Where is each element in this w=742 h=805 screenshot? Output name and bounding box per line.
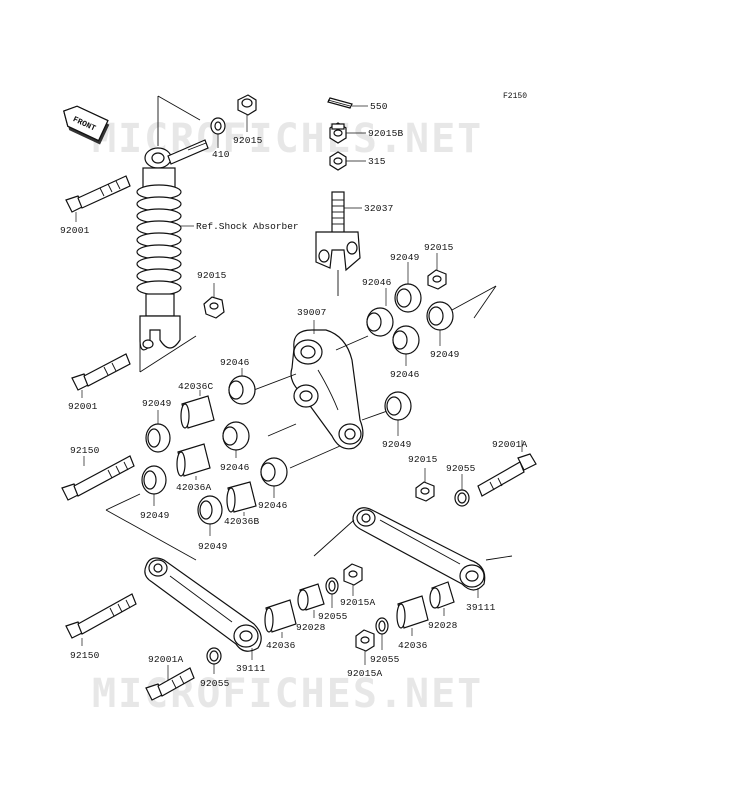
part-label-550: 550 xyxy=(370,101,388,112)
bearing-92046-l3 xyxy=(260,457,288,487)
collar-42036b xyxy=(226,481,257,513)
shock-spring xyxy=(136,184,182,296)
part-label-92028-r: 92028 xyxy=(428,620,458,631)
part-label-92015-top: 92015 xyxy=(233,135,263,146)
front-arrow-icon: FRONT xyxy=(63,105,110,145)
nut-92015-r1 xyxy=(427,269,447,290)
seal-92049-middle xyxy=(384,391,412,421)
collar-42036a xyxy=(176,443,211,477)
part-label-42036c: 42036C xyxy=(178,381,214,392)
part-label-92001-upper: 92001 xyxy=(60,225,90,236)
bearing-92046-r1 xyxy=(366,307,394,337)
bolt-92150-lower xyxy=(65,593,137,639)
oring-92055-b xyxy=(375,617,389,635)
bolt-92001-upper xyxy=(65,175,131,213)
part-label-92001a-r: 92001A xyxy=(492,439,528,450)
part-label-92046-l2: 92046 xyxy=(220,462,250,473)
oring-92055-r xyxy=(454,489,470,507)
part-label-92049-r1: 92049 xyxy=(390,252,420,263)
shock-absorber xyxy=(136,95,209,373)
part-label-92028-l: 92028 xyxy=(296,622,326,633)
part-label-42036a: 42036A xyxy=(176,482,212,493)
oring-92055-m xyxy=(325,577,339,595)
part-label-315: 315 xyxy=(368,156,386,167)
cotter-pin-550 xyxy=(327,97,353,109)
bolt-92150-upper xyxy=(61,455,135,501)
nut-315 xyxy=(329,151,347,171)
part-label-92150-lower: 92150 xyxy=(70,650,100,661)
part-label-92015a-bottom: 92015A xyxy=(347,668,383,679)
rod-32037 xyxy=(315,191,361,296)
oring-92055-l xyxy=(206,647,222,665)
nut-92015-shock xyxy=(203,296,225,319)
part-label-92150-upper: 92150 xyxy=(70,445,100,456)
nut-92015-top xyxy=(237,94,257,116)
part-label-32037: 32037 xyxy=(364,203,394,214)
rocker-arm-39007 xyxy=(290,329,364,450)
bearing-92046-r2 xyxy=(392,325,420,355)
tie-rod-39111-left xyxy=(144,557,262,652)
seal-92049-l2 xyxy=(141,465,167,495)
bolt-92001a-l xyxy=(145,667,195,701)
part-label-410: 410 xyxy=(212,149,230,160)
seal-92049-l1 xyxy=(145,423,171,453)
diagram-code: F2150 xyxy=(503,92,527,101)
bolt-92001-lower xyxy=(71,353,131,391)
collar-42036-r xyxy=(396,595,429,629)
bushing-92028-r xyxy=(429,581,455,609)
bolt-92001a-r xyxy=(477,453,537,497)
part-label-92055-b: 92055 xyxy=(370,654,400,665)
seal-92049-r2 xyxy=(426,301,454,331)
part-label-92015-shock: 92015 xyxy=(197,270,227,281)
part-label-39111-l: 39111 xyxy=(236,663,266,674)
part-label-92049-l2: 92049 xyxy=(140,510,170,521)
part-label-92015-r1: 92015 xyxy=(424,242,454,253)
part-label-92001-lower: 92001 xyxy=(68,401,98,412)
part-label-92055-m: 92055 xyxy=(318,611,348,622)
part-label-92046-r1: 92046 xyxy=(362,277,392,288)
part-label-92055-r: 92055 xyxy=(446,463,476,474)
nut-92015a-top xyxy=(343,563,363,586)
part-label-92049-l1: 92049 xyxy=(142,398,172,409)
ref-shock-absorber-label: Ref.Shock Absorber xyxy=(196,221,299,232)
part-label-92046-r2: 92046 xyxy=(390,369,420,380)
part-label-92049-middle: 92049 xyxy=(382,439,412,450)
seal-92049-l3 xyxy=(197,495,223,525)
collar-42036-l xyxy=(264,599,297,633)
part-label-42036-l: 42036 xyxy=(266,640,296,651)
bearing-92046-l1 xyxy=(228,375,256,405)
part-label-92046-l1: 92046 xyxy=(220,357,250,368)
bearing-92046-l2 xyxy=(222,421,250,451)
collar-42036c xyxy=(180,395,215,429)
washer-410 xyxy=(210,117,226,135)
part-label-92046-l3: 92046 xyxy=(258,500,288,511)
part-label-92049-l3: 92049 xyxy=(198,541,228,552)
part-label-92015-r2: 92015 xyxy=(408,454,438,465)
castle-nut-92015b xyxy=(329,122,347,144)
part-label-92015b: 92015B xyxy=(368,128,404,139)
part-label-92055-l: 92055 xyxy=(200,678,230,689)
nut-92015a-bottom xyxy=(355,629,375,652)
part-label-39111-r: 39111 xyxy=(466,602,496,613)
bushing-92028-l xyxy=(297,583,325,611)
part-label-42036b: 42036B xyxy=(224,516,260,527)
seal-92049-r1 xyxy=(394,283,422,313)
tie-rod-39111-right xyxy=(352,507,486,591)
part-label-92049-r2: 92049 xyxy=(430,349,460,360)
part-label-92001a-l: 92001A xyxy=(148,654,184,665)
part-label-92015a-top: 92015A xyxy=(340,597,376,608)
part-label-42036-r: 42036 xyxy=(398,640,428,651)
nut-92015-r2 xyxy=(415,481,435,502)
part-label-39007: 39007 xyxy=(297,307,327,318)
